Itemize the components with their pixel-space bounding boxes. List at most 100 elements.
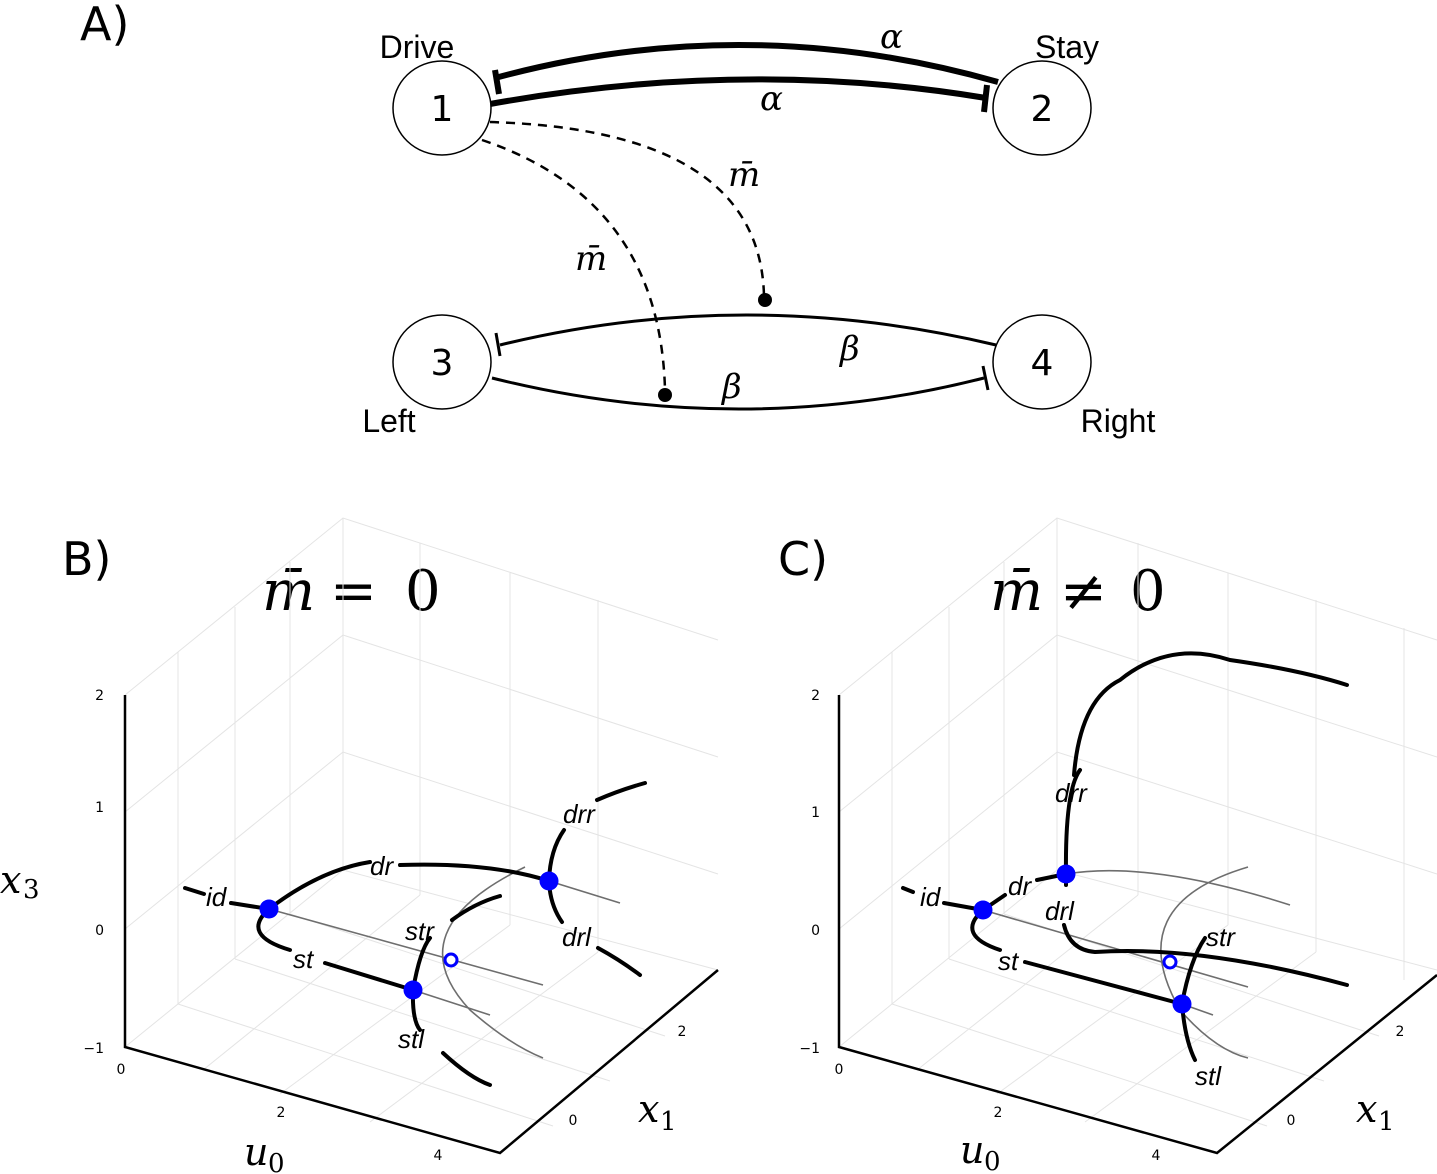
- branch-label-stl: stl: [398, 1024, 425, 1054]
- panel-c-title: m̄ ≠ 0: [990, 559, 1166, 624]
- panel-b-u-axis-label: u 0: [244, 1130, 285, 1174]
- branch-label-drr: drr: [563, 799, 596, 829]
- unstable-bifurcation-point: [1162, 954, 1178, 970]
- branch-label-dr: dr: [1008, 871, 1032, 901]
- panel-c-z-ticks: 2 1 0 −1: [799, 688, 820, 1057]
- branch-drl-lower: [596, 946, 642, 977]
- branch-label-stl: stl: [1195, 1061, 1222, 1091]
- panel-c-label: C): [778, 532, 828, 586]
- svg-text:−1: −1: [83, 1041, 104, 1057]
- svg-text:x: x: [638, 1087, 659, 1131]
- panel-b-title: m̄ = 0: [262, 559, 441, 624]
- svg-text:x: x: [1356, 1087, 1377, 1131]
- panel-b-x1-axis-label: x 1: [638, 1087, 677, 1137]
- panel-b: B) m̄ = 0 2: [0, 517, 719, 1174]
- panel-b-z-ticks: 2 1 0 −1: [83, 688, 104, 1057]
- panel-c-u-ticks: 0 2 4: [835, 1062, 1161, 1164]
- branch-id-left: [901, 886, 915, 894]
- node-4-number: 4: [1031, 343, 1054, 384]
- branch-drl-lower: [1062, 923, 1349, 987]
- panel-b-x1-ticks: 0 2: [569, 1024, 687, 1129]
- branch-st-line: [1023, 960, 1184, 1006]
- branch-label-dr: dr: [370, 851, 394, 881]
- inhibition-edge-2-to-1: [494, 41, 999, 85]
- svg-text:x: x: [0, 858, 21, 902]
- svg-text:0: 0: [835, 1062, 844, 1078]
- branch-dr-right: [398, 862, 551, 883]
- stable-bifurcation-point-2: [1056, 864, 1076, 884]
- svg-text:1: 1: [811, 805, 820, 821]
- panel-c-u-axis-label: u 0: [960, 1128, 1001, 1174]
- panel-c-axes: [837, 695, 1437, 1155]
- branch-id-left: [183, 886, 206, 896]
- branch-label-drl: drl: [1045, 896, 1075, 926]
- branch-label-str: str: [405, 916, 435, 946]
- mbar-label-right: m̄: [728, 155, 760, 195]
- node-4: 4 Right: [992, 314, 1156, 439]
- node-3-name: Left: [362, 403, 415, 439]
- unstable-branch-id: [982, 909, 1249, 988]
- panel-b-z-axis-label: x 3: [0, 858, 40, 905]
- unstable-branch-id: [268, 908, 544, 986]
- svg-text:2: 2: [994, 1105, 1003, 1121]
- svg-text:0: 0: [1287, 1113, 1296, 1129]
- node-2: 2 Stay: [992, 29, 1099, 156]
- alpha-label-bottom: α: [760, 79, 783, 119]
- panel-a-label: A): [80, 0, 129, 51]
- node-1-number: 1: [431, 89, 454, 130]
- stable-bifurcation-point-1: [259, 899, 279, 919]
- panel-c-x1-axis-label: x 1: [1356, 1087, 1395, 1137]
- modulation-edge-1-to-3-4-right: [489, 120, 766, 297]
- unstable-branch-st: [412, 989, 491, 1016]
- title-mbar: m̄: [262, 559, 315, 624]
- node-4-name: Right: [1081, 403, 1156, 439]
- branch-label-drl: drl: [562, 922, 592, 952]
- modulation-edge-1-to-3-4-left: [481, 138, 667, 391]
- branch-label-id: id: [206, 882, 228, 912]
- stable-bifurcation-point-2: [539, 871, 559, 891]
- svg-text:0: 0: [268, 1149, 285, 1174]
- panel-b-axes: [123, 695, 719, 1155]
- node-2-number: 2: [1031, 89, 1054, 130]
- svg-text:0: 0: [569, 1113, 578, 1129]
- title-operator: =: [330, 559, 377, 624]
- branch-str-upper: [450, 894, 502, 922]
- title-value: 0: [405, 559, 441, 624]
- stable-bifurcation-point-3: [1172, 994, 1192, 1014]
- svg-text:2: 2: [678, 1024, 687, 1040]
- beta-label-bottom: β: [720, 367, 742, 407]
- panel-c: C) m̄ ≠ 0: [778, 517, 1437, 1174]
- branch-dr-left: [267, 860, 372, 911]
- unstable-branch-arc: [441, 866, 544, 1059]
- branch-stl-lower: [441, 1051, 492, 1087]
- branch-label-st: st: [293, 944, 315, 974]
- title-operator: ≠: [1060, 559, 1107, 624]
- svg-text:2: 2: [811, 688, 820, 704]
- title-value: 0: [1130, 559, 1166, 624]
- inhibition-bar-at-1: [492, 69, 502, 95]
- inhibition-bar-at-2: [981, 84, 990, 113]
- mbar-label-left: m̄: [575, 239, 607, 279]
- modulation-dot-top: [758, 293, 772, 307]
- svg-text:u: u: [960, 1128, 984, 1172]
- svg-text:4: 4: [434, 1148, 443, 1164]
- svg-text:1: 1: [1378, 1107, 1395, 1137]
- branch-label-st: st: [998, 946, 1020, 976]
- unstable-branch-arc: [1160, 866, 1249, 1059]
- svg-text:1: 1: [660, 1107, 677, 1137]
- stable-bifurcation-point-3: [403, 980, 423, 1000]
- beta-label-top: β: [838, 329, 860, 369]
- svg-text:4: 4: [1152, 1148, 1161, 1164]
- panel-c-grid: [838, 517, 1437, 1127]
- svg-text:0: 0: [984, 1147, 1001, 1174]
- svg-text:1: 1: [95, 800, 104, 816]
- svg-text:3: 3: [23, 875, 40, 905]
- inhibition-edge-3-to-4: [491, 376, 985, 411]
- panel-a: A) α α m̄ m̄ β β 1 Drive 2 Stay: [80, 0, 1155, 439]
- unstable-branch-dr: [1065, 869, 1291, 906]
- node-2-name: Stay: [1035, 29, 1099, 65]
- branch-drr-upper: [595, 781, 647, 802]
- svg-text:2: 2: [95, 688, 104, 704]
- title-mbar: m̄: [990, 559, 1043, 624]
- svg-text:2: 2: [277, 1105, 286, 1121]
